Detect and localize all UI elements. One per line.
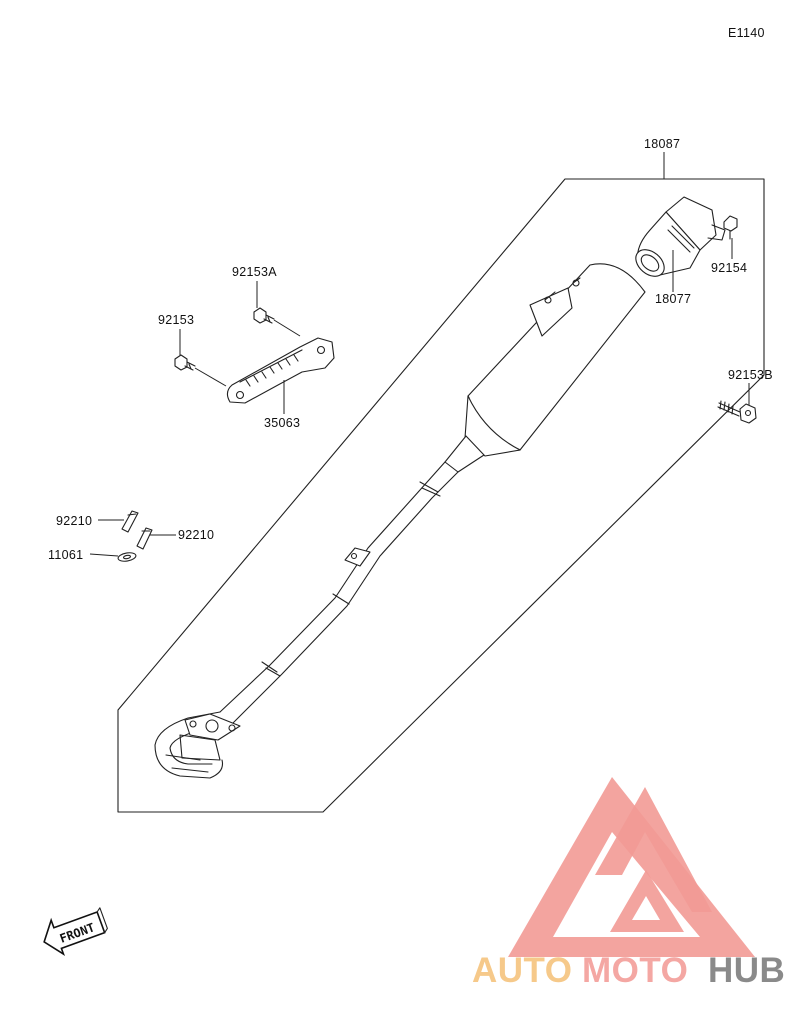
watermark-auto: AUTO [472,951,573,990]
gasket-11061 [117,552,137,562]
watermark-moto: MOTO [582,951,688,990]
label-11061: 11061 [48,548,83,562]
bolt-92153 [174,354,227,387]
bolt-92154 [723,215,738,240]
label-18087: 18087 [644,137,680,151]
watermark-hub: HUB [708,951,785,990]
exhaust-pipe [154,461,459,779]
muffler-assembly-outline [117,178,765,813]
label-35063: 35063 [264,416,300,430]
front-arrow-icon [43,910,106,956]
diagram-code: E1140 [728,26,765,40]
bolt-92153b [717,400,757,424]
muffler [444,263,646,473]
bracket-35063 [226,337,335,404]
leader-11061 [89,553,119,557]
clip-92210-left [121,510,139,533]
label-18077: 18077 [655,292,691,306]
logo-inner-hole [632,896,660,920]
automotohub-logo [508,777,755,957]
bolt-92153a [253,307,301,337]
label-92153a: 92153A [232,265,277,279]
label-92153b: 92153B [728,368,773,382]
label-92154: 92154 [711,261,747,275]
label-92210-right: 92210 [178,528,214,542]
front-direction-badge: FRONT [43,907,108,956]
spark-arrester [635,196,726,277]
label-92210-left: 92210 [56,514,92,528]
clip-92210-right [136,527,153,550]
logo-m-peak [595,787,712,912]
label-92153: 92153 [158,313,194,327]
